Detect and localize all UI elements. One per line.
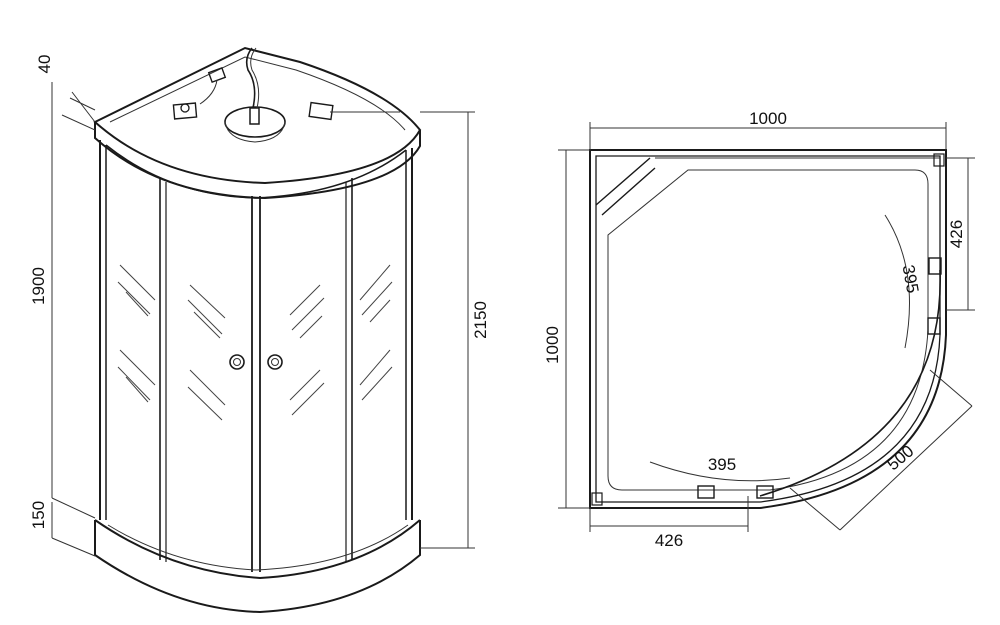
left-door-handle (229, 354, 245, 370)
base-tray-inner (107, 524, 409, 571)
plan-corner-chamfer (595, 157, 656, 216)
plan-door-arc-side (884, 214, 910, 349)
dim-base-height: 150 (29, 501, 48, 529)
plan-rollers (591, 153, 945, 506)
plan-outer-outline (589, 149, 947, 509)
dim-radius: 500 (883, 441, 917, 474)
base-tray-top (94, 519, 421, 580)
roof-rim (94, 122, 421, 200)
plan-door-arc-bottom (649, 461, 791, 482)
dim-door-width-bottom: 426 (655, 531, 683, 550)
plan-frame-line (595, 155, 941, 503)
plan-dimension-lines (558, 122, 975, 532)
dim-plan-width: 1000 (749, 109, 787, 128)
roof-top-face (93, 46, 422, 185)
dim-plan-depth: 1000 (543, 326, 562, 364)
shower-head-rim (224, 121, 286, 143)
shower-plan-view: 1000 1000 426 426 395 395 500 (543, 109, 975, 550)
door-handles (229, 354, 283, 370)
roof-box (207, 67, 227, 83)
dim-total-height: 2150 (471, 301, 490, 339)
left-dimension-lines (51, 82, 475, 557)
plan-basin (607, 169, 929, 491)
dim-door-opening-bottom: 395 (708, 455, 736, 474)
top-rail (105, 144, 407, 199)
plan-door-track (759, 269, 941, 497)
roof-speaker (308, 101, 334, 121)
shower-hose-2 (250, 47, 260, 109)
shower-hose (245, 47, 256, 109)
dim-top-tray: 40 (35, 55, 54, 74)
roof-vent-knob (180, 103, 190, 113)
base-tray-body (94, 520, 421, 614)
roof-cable (199, 79, 218, 105)
roof-fixtures (172, 47, 400, 143)
right-door-handle (267, 354, 283, 370)
dim-door-opening-side: 395 (899, 263, 923, 294)
dim-panel-height: 1900 (29, 267, 48, 305)
roof-vent (172, 102, 198, 120)
roof-inner-edge (109, 56, 406, 131)
shower-connector (249, 107, 260, 125)
shower-3d-view: 40 1900 150 2150 (29, 46, 490, 614)
glass-reflections (117, 264, 393, 421)
frame-posts (99, 140, 413, 572)
rain-shower-head (224, 106, 286, 138)
dim-door-width-side: 426 (947, 220, 966, 248)
